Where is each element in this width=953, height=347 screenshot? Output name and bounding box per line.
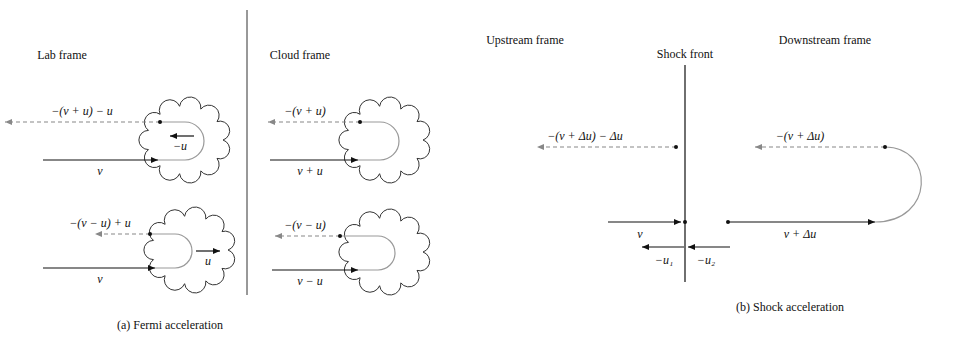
text-label: Cloud frame: [269, 48, 331, 62]
dots: [148, 120, 887, 238]
dot: [358, 120, 362, 124]
math-label: −(v + Δu): [775, 129, 826, 143]
cloud-group: [139, 97, 430, 295]
cloud-velocity-arrow: [196, 250, 220, 251]
velocity-arrow: [5, 121, 160, 122]
dot: [338, 234, 342, 238]
math-label: −u₁: [654, 253, 674, 267]
dot: [683, 220, 687, 224]
velocity-arrow: [272, 269, 358, 270]
trajectory-curve: [158, 122, 204, 160]
math-label: v + Δu: [783, 227, 817, 241]
text-label: Lab frame: [36, 48, 88, 62]
math-label: −(v + u) − u: [50, 104, 114, 118]
velocity-arrow: [43, 267, 155, 268]
shock-front-line: [684, 65, 685, 282]
dot: [726, 220, 730, 224]
cloud-shape: [144, 207, 235, 293]
cloud-shape: [339, 209, 430, 295]
math-label: v − u: [296, 274, 323, 288]
dot: [883, 145, 887, 149]
trajectory-curve: [150, 234, 192, 268]
math-label: u: [204, 254, 212, 268]
dot: [158, 120, 162, 124]
text-label: (a) Fermi acceleration: [116, 318, 224, 332]
velocity-arrow: [95, 233, 150, 234]
velocity-arrow: [43, 159, 158, 160]
dot: [148, 232, 152, 236]
text-label: Downstream frame: [778, 33, 872, 47]
math-label: v: [636, 227, 643, 241]
velocity-arrow: [728, 221, 875, 222]
velocity-arrow: [608, 221, 681, 222]
flow-arrow: [688, 246, 730, 247]
arrows: [5, 65, 921, 282]
math-label: −u₂: [696, 253, 716, 267]
math-label: −u: [172, 139, 188, 153]
text-label: Shock front: [656, 47, 714, 61]
velocity-arrow: [270, 159, 358, 160]
math-label: −(v + Δu) − Δu: [546, 129, 624, 143]
cloud-velocity-arrow: [170, 135, 194, 136]
trajectory-curve: [358, 122, 399, 160]
velocity-arrow: [537, 146, 676, 147]
text-label: (b) Shock acceleration: [735, 300, 845, 314]
math-label: v: [96, 164, 103, 178]
cloud-shape: [139, 97, 230, 183]
trajectory-curve: [340, 236, 395, 270]
velocity-arrow: [275, 235, 340, 236]
velocity-arrow: [755, 146, 885, 147]
cloud-shape: [339, 97, 430, 183]
panel-divider: [247, 10, 248, 295]
math-label: v: [96, 272, 103, 286]
text-label: Upstream frame: [485, 33, 565, 47]
math-label: −(v + u): [283, 104, 327, 118]
math-label: −(v − u): [283, 218, 327, 232]
velocity-arrow: [268, 121, 360, 122]
math-label: v + u: [296, 164, 323, 178]
dot: [674, 145, 678, 149]
flow-arrow: [642, 246, 684, 247]
trajectory-curve: [875, 147, 921, 222]
math-label: −(v − u) + u: [68, 216, 132, 230]
